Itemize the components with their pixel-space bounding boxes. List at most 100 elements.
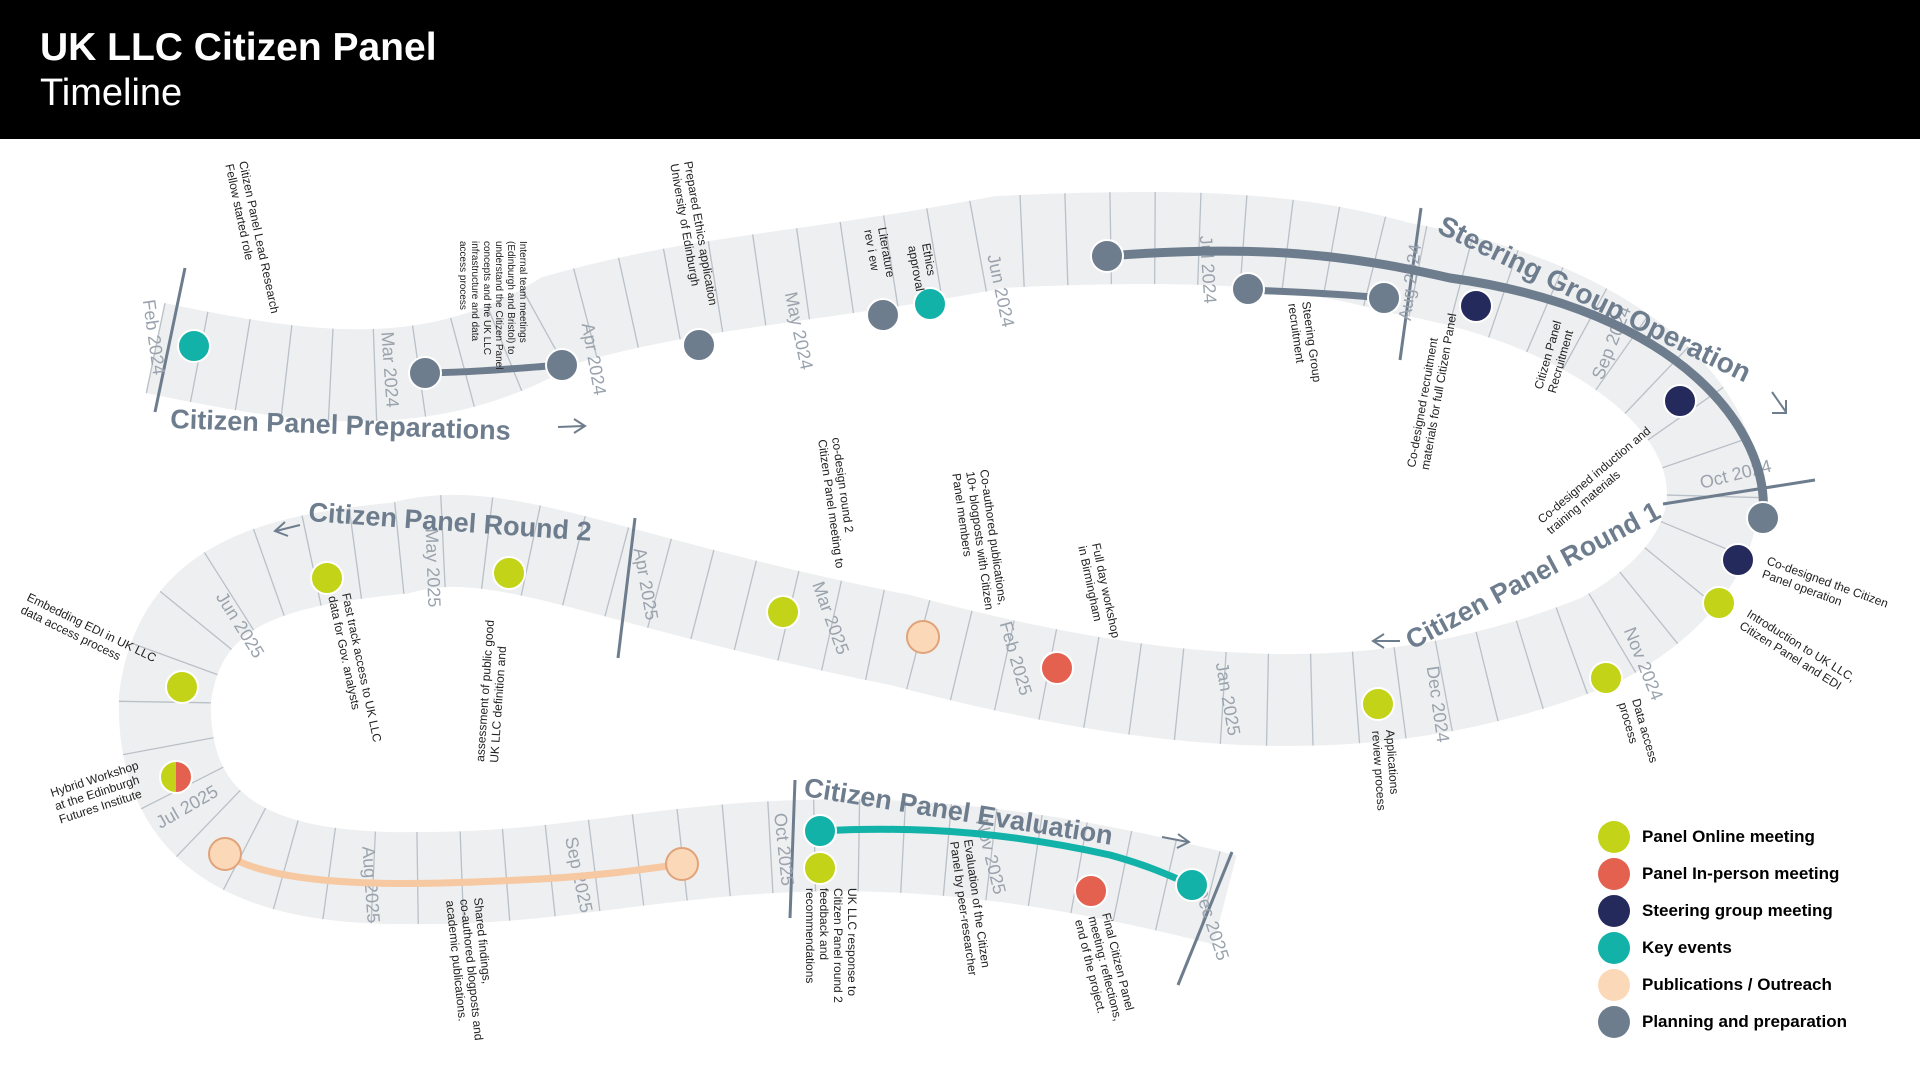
annot-codesign-round2: co-design round 2 Citizen Panel meeting … [815, 436, 856, 569]
legend-label: Planning and preparation [1642, 1011, 1847, 1031]
marker-ethics-approval [913, 287, 947, 321]
svg-text:Internal team meetings: Internal team meetings [517, 241, 528, 343]
annot-final-meeting: Final Citizen Panel meeting: reflections… [1072, 911, 1137, 1022]
timeline-track [118, 191, 1759, 945]
header-bar: UK LLC Citizen Panel Timeline [0, 0, 1920, 139]
marker-evaluation-end [1175, 868, 1209, 902]
page-title: UK LLC Citizen Panel [40, 26, 437, 69]
marker-internal-meetings-start [408, 356, 442, 390]
marker-hybrid-workshop [159, 760, 193, 794]
marker-lead-fellow [177, 329, 211, 363]
annot-codesigned-recruit: Co-designed recruitment materials for fu… [1404, 312, 1459, 471]
annot-fast-track: Fast track access to UK LLC data for Gov… [325, 592, 384, 744]
legend-item-online: Panel Online meeting [1598, 818, 1847, 855]
legend-dot-planning [1598, 1005, 1630, 1038]
marker-shared-findings-start [208, 837, 242, 871]
marker-embedding-edi [165, 670, 199, 704]
svg-text:recommendations: recommendations [803, 888, 817, 983]
marker-codesign-round2 [766, 595, 800, 629]
marker-evaluation-start [803, 814, 837, 848]
svg-text:Ethics: Ethics [919, 242, 938, 277]
marker-codesigned-recruit [1459, 289, 1493, 323]
arrow-preparations-icon [557, 418, 587, 434]
legend-label: Steering group meeting [1642, 900, 1833, 920]
marker-literature-review [866, 298, 900, 332]
page-subtitle: Timeline [40, 72, 183, 114]
annot-codesign-operation: Co-designed the Citizen Panel operation [1760, 554, 1890, 611]
svg-text:UK LLC response to: UK LLC response to [845, 888, 859, 996]
legend-dot-inperson [1598, 857, 1630, 890]
svg-text:(Edinburgh and Bristol) to: (Edinburgh and Bristol) to [505, 241, 516, 355]
marker-internal-meetings-end [545, 348, 579, 382]
legend-label: Panel Online meeting [1642, 826, 1815, 846]
arrow-evaluation-icon [1161, 833, 1191, 849]
arrow-steering-icon [1771, 391, 1787, 414]
arrow-round1-icon [1371, 633, 1400, 649]
svg-text:Citizen Panel round 2: Citizen Panel round 2 [831, 888, 845, 1003]
svg-text:infrastructure and data: infrastructure and data [469, 241, 480, 341]
annot-applications-review: Applications review process [1369, 729, 1401, 811]
annot-internal-meetings: Internal team meetings (Edinburgh and Br… [457, 241, 528, 369]
bar-shared-findings [221, 850, 686, 887]
divider-oct2024 [1662, 478, 1816, 506]
legend-item-steering: Steering group meeting [1598, 892, 1847, 929]
svg-text:Applications: Applications [1383, 729, 1401, 795]
bar-evaluation [816, 825, 1196, 889]
marker-fast-track [310, 561, 344, 595]
marker-steering-end [1746, 501, 1780, 535]
legend-label: Key events [1642, 937, 1732, 957]
marker-steering-recruit-end [1367, 281, 1401, 315]
svg-text:understand the Citizen Panel: understand the Citizen Panel [493, 241, 504, 369]
marker-applications-review [1361, 687, 1395, 721]
divider-aug2024 [1398, 207, 1423, 361]
svg-text:concepts and the UK LLC: concepts and the UK LLC [481, 241, 492, 355]
legend-item-key: Key events [1598, 929, 1847, 966]
marker-data-access [1589, 661, 1623, 695]
marker-ethics-application [682, 328, 716, 362]
marker-codesign-operation [1721, 543, 1755, 577]
marker-intro-edi [1702, 586, 1736, 620]
divider-oct2025 [788, 779, 797, 919]
annot-hybrid-workshop: Hybrid Workshop at the Edinburgh Futures… [49, 758, 144, 826]
annot-feedback: UK LLC response to Citizen Panel round 2… [803, 888, 859, 1003]
marker-public-good [492, 556, 526, 590]
month-may2025: May 2025 [422, 528, 445, 608]
event-markers [159, 239, 1780, 908]
marker-steering-start [1090, 239, 1124, 273]
marker-workshop-birmingham [1040, 651, 1074, 685]
marker-induction [1663, 384, 1697, 418]
annot-intro-edi: Introduction to UK LLC, Citizen Panel an… [1737, 607, 1858, 693]
marker-final-meeting [1074, 874, 1108, 908]
annot-workshop-birmingham: Full day workshop in Birmingham [1075, 542, 1123, 640]
legend-dot-online [1598, 820, 1630, 853]
svg-text:access process: access process [457, 241, 468, 310]
marker-feedback [803, 851, 837, 885]
divider-dec2025 [1176, 851, 1234, 986]
bar-steering-operation [1102, 246, 1768, 520]
legend: Panel Online meeting Panel In-person mee… [1598, 818, 1847, 1040]
annot-publications: Co-authored publications, 10+ blogposts … [949, 468, 1010, 610]
annot-steering-recruit: Steering Group recruitment [1285, 300, 1324, 383]
legend-dot-key [1598, 931, 1630, 964]
track-band [118, 191, 1759, 945]
legend-dot-steering [1598, 894, 1630, 927]
annot-data-access: Data access process [1616, 697, 1661, 764]
section-dividers [153, 207, 1816, 986]
svg-text:review process: review process [1369, 730, 1389, 811]
direction-arrows [273, 391, 1787, 849]
divider-apr2025 [616, 517, 637, 659]
legend-item-inperson: Panel In-person meeting [1598, 855, 1847, 892]
svg-text:feedback: feedback and [817, 888, 831, 960]
legend-label: Publications / Outreach [1642, 974, 1832, 994]
annot-public-good: assessment of public good UK LLC definit… [473, 619, 509, 763]
arrow-round2-icon [273, 521, 301, 537]
annot-lead-fellow: Citizen Panel Lead Research Fellow start… [222, 160, 282, 315]
section-preparations: Citizen Panel Preparations [170, 404, 511, 446]
marker-publications [906, 620, 940, 654]
marker-shared-findings-end [665, 847, 699, 881]
legend-item-publications: Publications / Outreach [1598, 966, 1847, 1003]
month-jul2024: Jul 2024 [1196, 235, 1221, 304]
legend-dot-publications [1598, 968, 1630, 1001]
legend-label: Panel In-person meeting [1642, 863, 1840, 883]
